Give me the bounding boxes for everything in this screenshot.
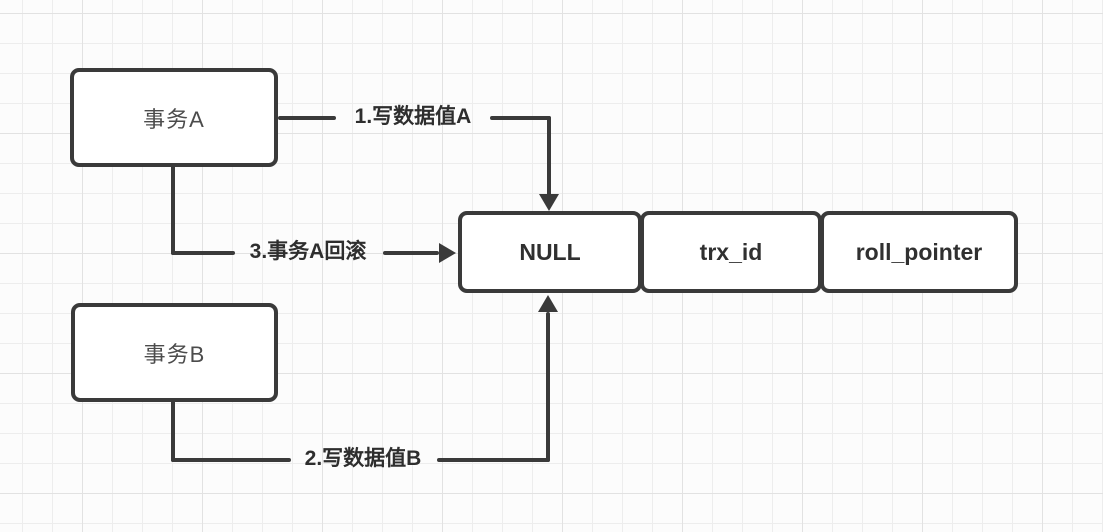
edge-write-b-segment: [437, 458, 550, 462]
edge-write-b-segment: [171, 400, 175, 462]
node-transaction-b-label: 事务B: [143, 341, 206, 367]
arrowhead-down-icon: [539, 194, 559, 211]
node-roll-pointer: roll_pointer: [820, 211, 1018, 293]
arrowhead-up-icon: [538, 295, 558, 312]
edge-write-a-label: 1.写数据值A: [354, 105, 472, 128]
edge-rollback-a-label: 3.事务A回滚: [249, 240, 367, 263]
node-roll-pointer-label: roll_pointer: [855, 238, 983, 265]
edge-rollback-a-segment: [383, 251, 439, 255]
edge-rollback-a-segment: [171, 165, 175, 255]
edge-rollback-a-segment: [171, 251, 235, 255]
edge-write-b-label: 2.写数据值B: [304, 447, 422, 470]
node-transaction-b: 事务B: [71, 303, 278, 402]
node-trx-id-label: trx_id: [699, 238, 763, 265]
edge-write-b-segment: [546, 312, 550, 462]
node-transaction-a: 事务A: [70, 68, 278, 167]
edge-write-a-segment: [278, 116, 336, 120]
node-transaction-a-label: 事务A: [143, 106, 205, 132]
node-null-value: NULL: [458, 211, 642, 293]
edge-write-a-segment: [490, 116, 551, 120]
arrowhead-right-icon: [439, 243, 456, 263]
edge-write-b-segment: [171, 458, 291, 462]
node-null-value-label: NULL: [519, 238, 581, 265]
edge-write-a-segment: [547, 116, 551, 196]
node-trx-id: trx_id: [640, 211, 822, 293]
